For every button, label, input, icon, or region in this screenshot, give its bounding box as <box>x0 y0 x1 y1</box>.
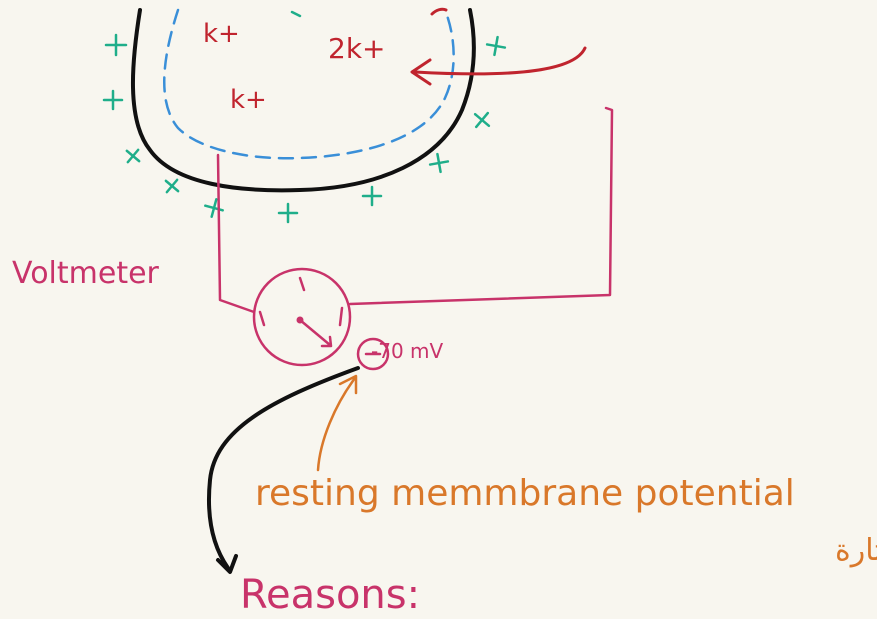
plus-icon <box>204 198 224 218</box>
ion-label-2k: 2k+ <box>328 32 386 65</box>
plus-icon <box>428 152 450 174</box>
ion-label-k2: k+ <box>230 85 267 115</box>
reasons-arrow <box>206 366 360 574</box>
k-influx-arrow <box>410 7 587 86</box>
plus-icon <box>125 148 141 164</box>
dial-needle <box>298 318 333 348</box>
annotation-arabic: مرتاحة مو مستثارة <box>835 533 877 568</box>
plus-icon <box>102 89 124 111</box>
voltmeter-label: Voltmeter <box>12 256 160 291</box>
dial-icon <box>252 267 352 367</box>
reasons-heading: Reasons: <box>240 572 420 618</box>
annotation-english: resting memmbrane potential <box>255 473 795 514</box>
voltage-reading: -70 mV <box>371 339 444 363</box>
right-electrode-wire <box>348 106 614 306</box>
left-electrode-wire <box>216 153 256 314</box>
plus-icon <box>473 111 491 129</box>
positive-charges <box>102 10 507 224</box>
cell-membrane <box>130 8 476 193</box>
annotation-arrow <box>316 374 358 472</box>
partial-mark <box>290 10 302 18</box>
plus-icon <box>277 202 299 224</box>
plus-icon <box>104 33 128 57</box>
plus-icon <box>485 35 507 57</box>
negative-sign-circle <box>356 337 390 371</box>
plus-icon <box>361 185 383 207</box>
ion-label-k1: k+ <box>203 19 240 49</box>
voltmeter-wires <box>216 106 614 314</box>
plus-icon <box>164 178 180 194</box>
voltmeter <box>252 267 352 367</box>
